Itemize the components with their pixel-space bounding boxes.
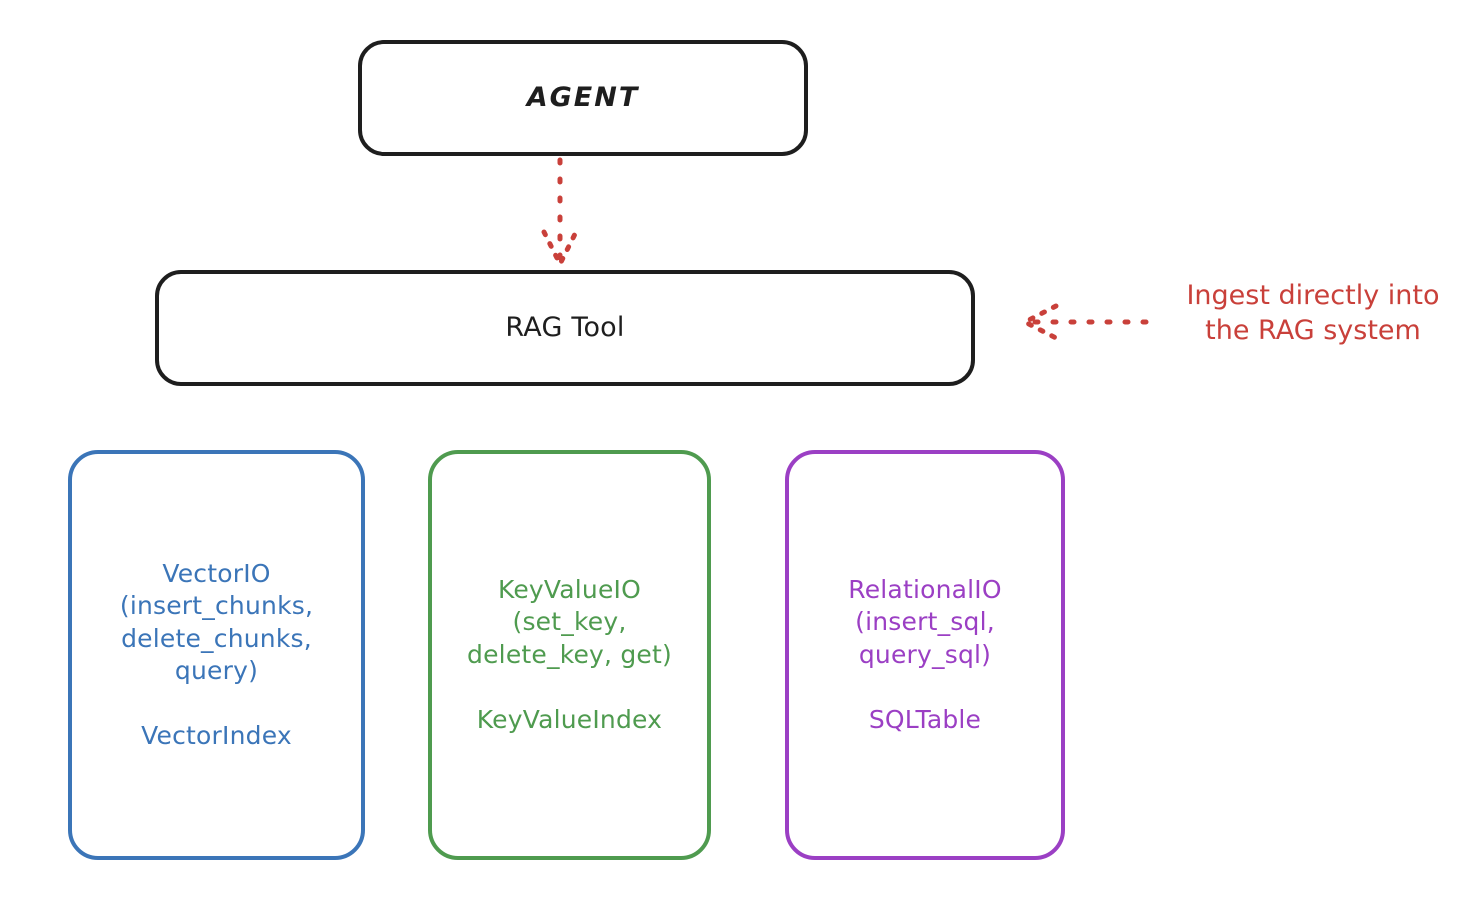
arrow-head — [1022, 303, 1059, 341]
node-key-value-io-label: KeyValueIO (set_key, delete_key, get) Ke… — [467, 574, 672, 734]
node-relational-io-label: RelationalIO (insert_sql, query_sql) SQL… — [848, 574, 1002, 734]
node-rag-tool[interactable]: RAG Tool — [155, 270, 975, 386]
arrow-head — [541, 229, 579, 267]
node-vector-io-label: VectorIO (insert_chunks, delete_chunks, … — [119, 558, 314, 751]
annotation-ingest-line-2: the RAG system — [1205, 315, 1421, 347]
node-agent[interactable]: AGENT — [358, 40, 808, 156]
arrow-agent-to-rag-tool — [541, 157, 579, 267]
node-key-value-io[interactable]: KeyValueIO (set_key, delete_key, get) Ke… — [428, 450, 711, 860]
annotation-ingest: Ingest directly into the RAG system — [1148, 278, 1478, 348]
annotation-ingest-line-1: Ingest directly into — [1186, 280, 1440, 311]
node-relational-io[interactable]: RelationalIO (insert_sql, query_sql) SQL… — [785, 450, 1065, 860]
node-rag-tool-label: RAG Tool — [505, 312, 625, 344]
arrow-ingest-into-rag-tool — [1022, 303, 1149, 341]
node-vector-io[interactable]: VectorIO (insert_chunks, delete_chunks, … — [68, 450, 365, 860]
node-agent-label: AGENT — [526, 82, 640, 114]
